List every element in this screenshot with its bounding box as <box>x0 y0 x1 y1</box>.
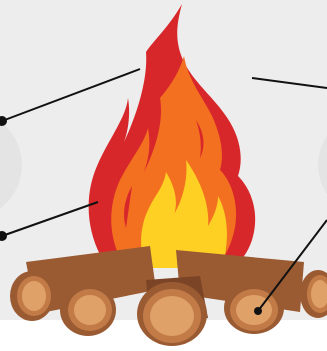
log-pile <box>10 246 327 346</box>
leader-line-log <box>257 219 327 312</box>
leader-line-flame-base <box>1 201 99 237</box>
leader-line-flame-tip <box>251 77 327 89</box>
right-callout-bubble <box>318 135 327 195</box>
log-end-3 <box>137 282 207 346</box>
leader-lines <box>0 68 327 315</box>
leader-dot-outer-flame <box>0 116 7 126</box>
log-end-5 <box>300 270 327 318</box>
inner-flame-shape <box>141 160 227 268</box>
leader-line-outer-flame <box>1 68 141 122</box>
left-callout-bubble <box>0 121 22 209</box>
back-left-log <box>26 246 156 314</box>
flame-group <box>88 4 256 268</box>
leader-dot-log <box>254 307 262 315</box>
flame-notch-1 <box>196 120 204 158</box>
leader-dot-flame-base <box>0 231 7 241</box>
log-end-1 <box>10 271 54 321</box>
log-end-2 <box>60 284 116 336</box>
flame-notch-2 <box>124 186 132 228</box>
